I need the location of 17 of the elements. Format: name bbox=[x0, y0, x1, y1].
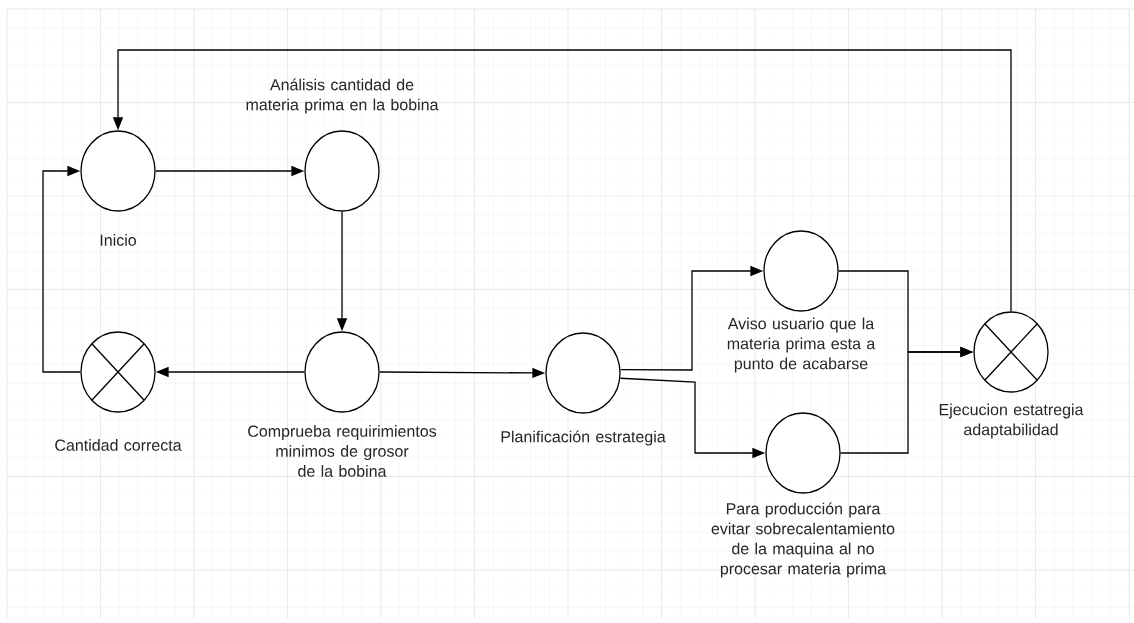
circle bbox=[545, 332, 621, 414]
node-caption: Ejecucion estatregia adaptabilidad bbox=[939, 403, 1084, 439]
circle bbox=[763, 230, 839, 312]
circle bbox=[304, 331, 380, 413]
circle bbox=[80, 130, 156, 212]
node-caption: Cantidad correcta bbox=[55, 439, 182, 451]
node-caption: Aviso usuario que la materia prima esta a punto de acabarse bbox=[727, 317, 876, 373]
node-caption: Comprueba requirimientos minimos de grosor de la bobina bbox=[248, 425, 437, 477]
arrow bbox=[42, 165, 81, 373]
crossed-circle bbox=[80, 331, 156, 413]
node-caption: Inicio bbox=[100, 234, 136, 246]
crossed-circle bbox=[973, 311, 1049, 393]
circle bbox=[765, 412, 841, 494]
node-caption: Para producción para evitar sobrecalentamiento de la maquina al no procesar materia prima bbox=[711, 502, 895, 578]
node-caption: Análisis cantidad de materia prima en la bobina bbox=[246, 78, 439, 114]
circle bbox=[304, 130, 380, 212]
node-caption: Planificación estrategia bbox=[501, 430, 666, 446]
